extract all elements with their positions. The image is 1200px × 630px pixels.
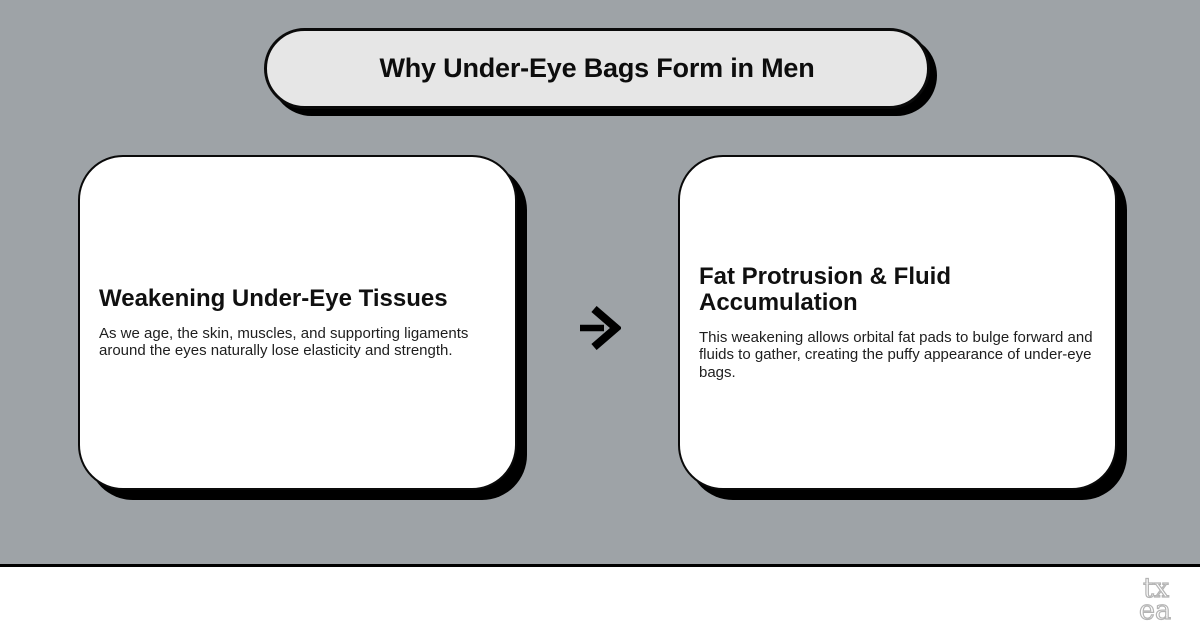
effect-card-fat-protrusion: Fat Protrusion & Fluid Accumulation This…	[678, 155, 1117, 490]
logo-bottom-letters: ea	[1139, 595, 1171, 622]
card-heading: Fat Protrusion & Fluid Accumulation	[699, 263, 951, 317]
footer-bar: tx ea	[0, 564, 1200, 630]
logo-top-letters: tx	[1143, 574, 1169, 604]
card-body: As we age, the skin, muscles, and suppor…	[99, 324, 469, 359]
cause-card-weakening-tissues: Weakening Under-Eye Tissues As we age, t…	[78, 155, 517, 490]
diagram-background: Why Under-Eye Bags Form in Men Weakening…	[0, 0, 1200, 564]
page-title: Why Under-Eye Bags Form in Men	[379, 53, 815, 83]
card-body: This weakening allows orbital fat pads t…	[699, 329, 1093, 381]
right-arrow-icon	[580, 306, 621, 350]
brand-monogram-logo: tx ea	[1138, 574, 1171, 622]
title-banner: Why Under-Eye Bags Form in Men	[264, 28, 930, 109]
card-heading: Weakening Under-Eye Tissues	[99, 284, 448, 312]
